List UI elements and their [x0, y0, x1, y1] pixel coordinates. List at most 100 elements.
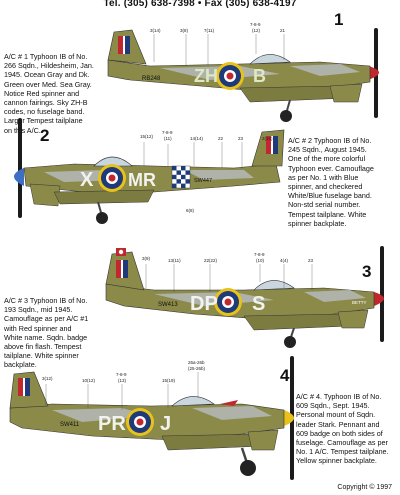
fin-flash-red-icon: [18, 378, 23, 396]
caption-line: A/C # 1 Typhoon IB of No.: [4, 52, 88, 61]
caption-line: Green over Med. Sea Gray.: [4, 79, 92, 89]
caption-line: Tempest tailplane. White: [288, 209, 367, 219]
canopy-icon: [171, 396, 215, 407]
caption-line: Larger Tempest tailplane: [4, 116, 83, 126]
callout: 15(19): [162, 378, 176, 383]
callout: 4(4): [280, 258, 289, 263]
callout: (11): [164, 136, 172, 141]
caption-line: spinner, and checkered: [288, 182, 363, 192]
aircraft-number-1: 1: [334, 10, 344, 29]
camo-gray-patch-icon: [184, 170, 254, 180]
fin-flash-blue-icon: [273, 136, 278, 154]
fin-flash-white-icon: [121, 260, 123, 278]
caption-aircraft-4: A/C # 4. Typhoon IB of No. 609 Sqdn., Se…: [296, 392, 400, 466]
caption-line: White name. Sqdn. badge: [4, 332, 88, 342]
aircraft-2-profile: X MR SW447 15(12) 7-8-9 (11) 14(14) 22 2…: [14, 118, 285, 224]
camo-gray-patch-icon: [154, 292, 274, 306]
caption-line: A/C # 3 Typhoon IB of No.: [4, 296, 88, 305]
code-letter-right: S: [252, 293, 265, 315]
canopy-icon: [249, 54, 291, 65]
callout: 23: [238, 136, 244, 141]
caption-line: Non-std serial number.: [288, 200, 361, 210]
callout: 3(9): [142, 256, 151, 261]
radiator-icon: [29, 183, 61, 207]
caption-line: A/C # 2 Typhoon IB of No.: [288, 136, 372, 145]
callout: 6(8): [186, 208, 195, 213]
fin-flash-white-icon: [123, 36, 125, 54]
radiator-icon: [329, 83, 363, 103]
fin-flash-blue-icon: [25, 378, 30, 396]
callout: (10): [256, 258, 265, 263]
callout: 26a-26b: [188, 360, 205, 365]
spinner-icon: [284, 410, 294, 426]
caption-line: One of the more colorful: [288, 154, 366, 164]
code-letters-right: MR: [128, 170, 156, 190]
camo-gray-patch-icon: [52, 408, 152, 422]
caption-line: tailplane. White spinner: [4, 351, 79, 361]
caption-line: cannon fairings. Sky ZH-B: [4, 98, 88, 108]
caption-line: White/Blue fuselage band.: [288, 191, 372, 201]
serial-number: SW411: [60, 422, 80, 428]
caption-line: backplate.: [4, 360, 37, 370]
caption-line: Yellow spinner backplate.: [296, 456, 377, 466]
caption-line: spinner backplate.: [288, 218, 347, 228]
aircraft-number-4: 4: [280, 366, 290, 385]
fin-flash-white-icon: [271, 136, 273, 154]
aircraft-number-3: 3: [362, 262, 372, 281]
squadron-badge-icon: [116, 248, 126, 256]
aircraft-number-2: 2: [40, 126, 50, 145]
caption-line: 1945. Ocean Gray and Dk.: [4, 70, 90, 80]
caption-line: on this A/C.: [4, 125, 41, 135]
propeller-blade-icon: [380, 246, 384, 342]
code-letters-left: DP: [190, 293, 218, 315]
callout: 14(14): [190, 136, 204, 141]
wing-icon: [53, 189, 155, 205]
checkered-band-icon: [171, 165, 191, 189]
caption-line: leader Stark. Pennant and: [296, 419, 380, 429]
callout: (25-26b): [188, 366, 206, 371]
aircraft-4-profile: PR J SW411 3(12) 10(12) 7-8-9 (13) 15(19…: [9, 356, 294, 480]
callout: (13): [118, 378, 127, 383]
caption-line: codes, no fuselage band.: [4, 107, 85, 117]
wing-icon: [161, 433, 265, 451]
camo-gray-patch-icon: [304, 290, 366, 302]
propeller-blade-icon: [18, 118, 22, 218]
serial-number: SW447: [194, 178, 212, 184]
fin-flash-red-icon: [118, 36, 123, 54]
code-letter-right: B: [253, 66, 266, 86]
caption-line: Camouflage as per A/C #1: [4, 314, 89, 324]
caption-line: above fin flash. Tempest: [4, 342, 82, 352]
callout: 7-8-9: [250, 22, 261, 27]
serial-number: SW413: [158, 302, 178, 308]
pennant-icon: [220, 400, 238, 406]
radiator-icon: [337, 309, 369, 329]
callout: 7(11): [204, 28, 215, 33]
code-letters-left: ZH: [194, 66, 218, 86]
fin-flash-blue-icon: [125, 36, 130, 54]
camo-gray-patch-icon: [192, 406, 272, 420]
caption-line: 266 Sqdn., Hildesheim, Jan.: [4, 61, 94, 71]
caption-line: with Red spinner and: [4, 323, 72, 333]
serial-number: RB248: [142, 76, 161, 82]
wheel-icon: [240, 460, 256, 476]
fin-flash-blue-icon: [123, 260, 128, 278]
wheel-icon: [280, 110, 292, 122]
spinner-icon: [368, 66, 379, 80]
callout: 7-8-9: [162, 130, 173, 135]
caption-aircraft-2: A/C # 2 Typhoon IB of No. 245 Sqdn., Aug…: [288, 136, 398, 228]
fin-flash-red-icon: [266, 136, 271, 154]
code-letter-right: J: [160, 413, 171, 435]
spinner-icon: [374, 292, 384, 306]
callout: 3(12): [42, 376, 53, 381]
aircraft-3-profile: DP S SW413 BETTY 3(9) 13(11) 22(22) 7-8-…: [105, 246, 384, 348]
callout: 10(12): [82, 378, 96, 383]
caption-aircraft-3: A/C # 3 Typhoon IB of No. 193 Sqdn., mid…: [4, 296, 104, 370]
contact-header: Tel. (305) 638-7398 • Fax (305) 638-4197: [103, 0, 297, 9]
fin-flash-red-icon: [116, 260, 121, 278]
caption-line: 193 Sqdn., mid 1945.: [4, 305, 73, 315]
wing-icon: [243, 313, 351, 331]
fin-flash-white-icon: [23, 378, 25, 396]
canopy-icon: [93, 156, 133, 167]
callout: 7-8-9: [254, 252, 265, 257]
caption-line: Typhoon ever. Camouflage: [288, 163, 374, 173]
